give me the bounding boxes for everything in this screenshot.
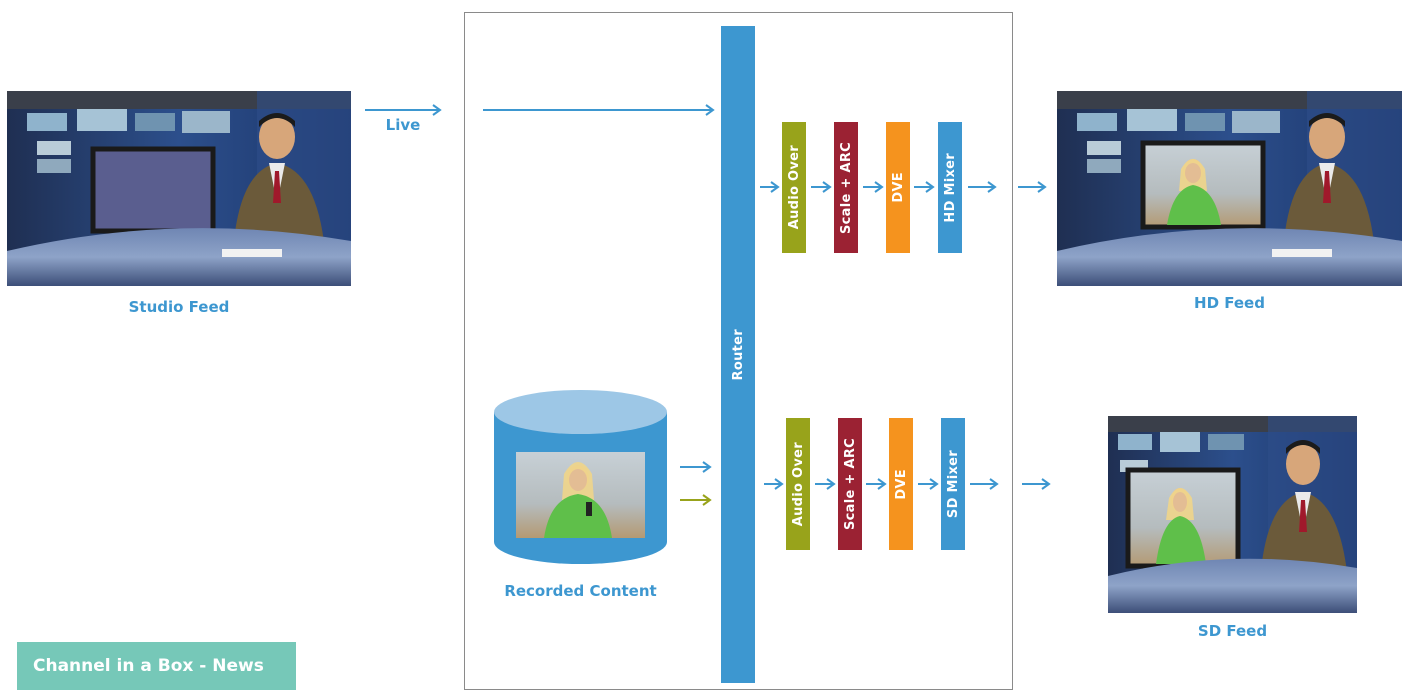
- hd-audio-over-label: Audio Over: [786, 145, 802, 230]
- sd-audio-over-label: Audio Over: [790, 441, 806, 527]
- hd-mixer-block: HD Mixer: [938, 122, 962, 253]
- hd-mixer-out-arrow: [968, 181, 997, 193]
- sd-scale-arc-block: Scale + ARC: [838, 418, 862, 550]
- studio-feed-label: Studio Feed: [128, 298, 230, 316]
- recorded-audio-arrow: [680, 494, 712, 506]
- hd-scale-arc-block: Scale + ARC: [834, 122, 858, 253]
- live-arrow: [365, 104, 442, 116]
- sd-dve-block: DVE: [889, 418, 913, 550]
- sd-mixer-out-arrow: [970, 478, 999, 490]
- hd-feed-arrow: [1018, 181, 1047, 193]
- recorded-video-arrow: [680, 461, 712, 473]
- badge-label: Channel in a Box - News: [33, 656, 264, 676]
- hd-audio-to-scale-arrow: [811, 181, 832, 193]
- hd-dve-block: DVE: [886, 122, 910, 253]
- recorded-content-label: Recorded Content: [504, 582, 657, 600]
- sd-mixer-label: SD Mixer: [945, 449, 961, 519]
- live-to-router-arrow: [483, 104, 715, 116]
- router-label: Router: [730, 328, 746, 381]
- hd-feed-label: HD Feed: [1194, 294, 1265, 312]
- sd-audio-over-block: Audio Over: [786, 418, 810, 550]
- sd-mixer-block: SD Mixer: [941, 418, 965, 550]
- router-block: Router: [721, 26, 755, 683]
- channel-in-a-box-badge: Channel in a Box - News: [17, 642, 296, 690]
- hd-audio-over-block: Audio Over: [782, 122, 806, 253]
- hd-scale-to-dve-arrow: [863, 181, 884, 193]
- router-to-sd-audio-arrow: [764, 478, 784, 490]
- hd-mixer-label: HD Mixer: [942, 152, 958, 223]
- recorded-content-storage: [494, 390, 667, 565]
- hd-dve-to-mixer-arrow: [914, 181, 935, 193]
- sd-dve-label: DVE: [893, 468, 909, 500]
- sd-audio-to-scale-arrow: [815, 478, 836, 490]
- sd-feed-image: [1108, 416, 1357, 613]
- studio-feed-image: [7, 91, 351, 286]
- hd-feed-image: [1057, 91, 1402, 286]
- sd-scale-to-dve-arrow: [866, 478, 887, 490]
- sd-feed-label: SD Feed: [1197, 622, 1268, 640]
- sd-feed-arrow: [1022, 478, 1051, 490]
- hd-dve-label: DVE: [890, 172, 906, 203]
- sd-scale-arc-label: Scale + ARC: [842, 438, 858, 530]
- live-label: Live: [385, 116, 421, 134]
- hd-scale-arc-label: Scale + ARC: [838, 141, 854, 234]
- sd-dve-to-mixer-arrow: [918, 478, 939, 490]
- router-to-hd-audio-arrow: [760, 181, 780, 193]
